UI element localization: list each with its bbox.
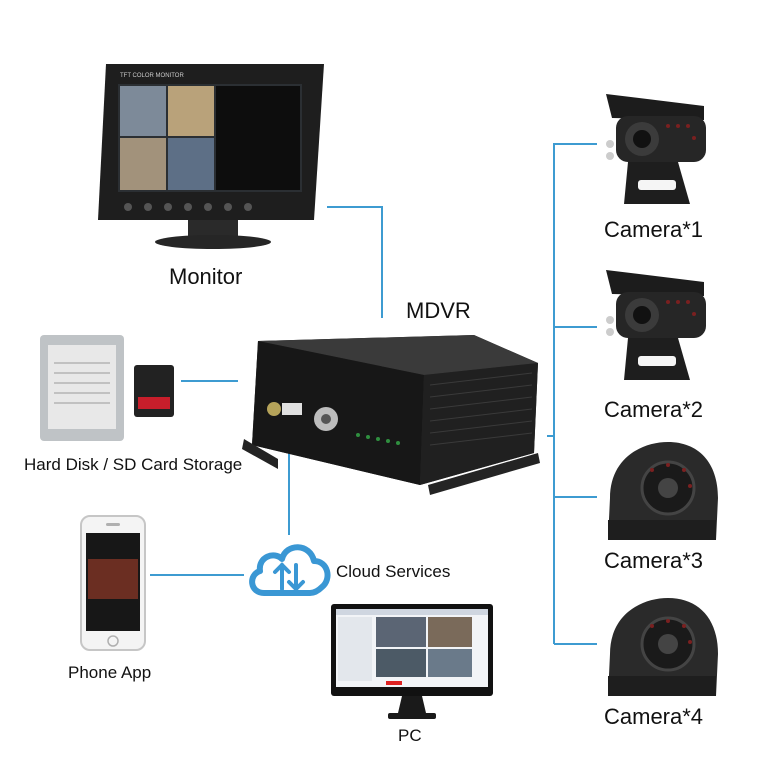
mdvr-device <box>242 335 540 495</box>
monitor-brand-text: TFT COLOR MONITOR <box>120 73 184 79</box>
box-camera-icon <box>606 94 706 204</box>
camera4-label: Camera*4 <box>604 704 704 729</box>
cloud-label: Cloud Services <box>336 562 451 581</box>
pc-icon <box>331 604 493 719</box>
monitor-to-mdvr-line <box>327 206 383 318</box>
camera1-label: Camera*1 <box>604 217 704 242</box>
hard-disk-icon <box>40 335 174 441</box>
camera2-label: Camera*2 <box>604 397 704 422</box>
monitor-device: TFT COLOR MONITOR <box>98 64 324 249</box>
cloud-icon <box>249 544 331 596</box>
storage-label: Hard Disk / SD Card Storage <box>24 455 243 474</box>
camera3-label: Camera*3 <box>604 548 704 573</box>
monitor-label: Monitor <box>169 264 243 289</box>
phone-label: Phone App <box>68 663 152 682</box>
pc-label: PC <box>398 726 422 745</box>
box-camera-icon <box>606 270 706 380</box>
dome-camera-icon <box>608 598 718 696</box>
dome-camera-icon <box>608 442 718 540</box>
phone-icon <box>80 515 146 651</box>
mdvr-label: MDVR <box>406 298 471 323</box>
